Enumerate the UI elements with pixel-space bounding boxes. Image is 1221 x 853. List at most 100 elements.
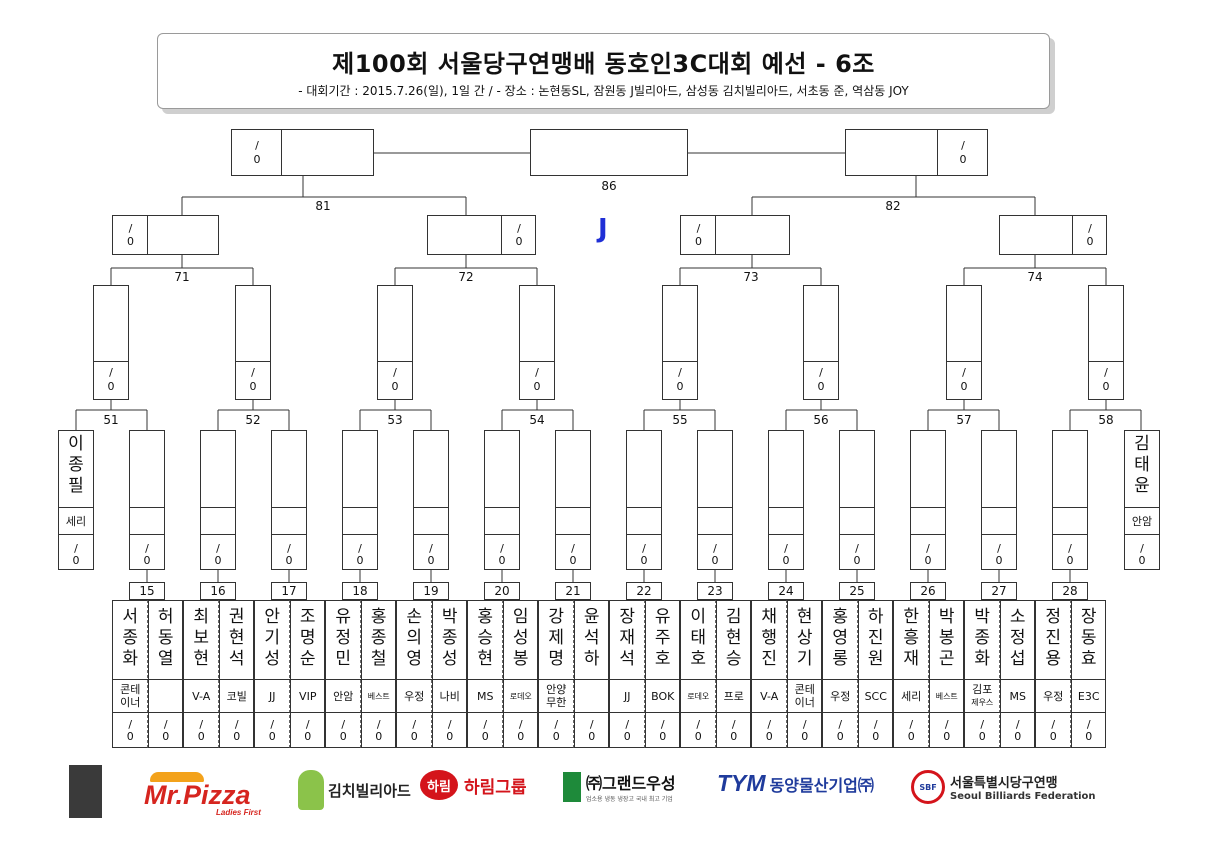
round16-box[interactable]: /0 bbox=[946, 285, 982, 400]
quarter-box-2[interactable]: / 0 bbox=[427, 215, 536, 255]
round16-box[interactable]: /0 bbox=[377, 285, 413, 400]
round16-box[interactable]: /0 bbox=[93, 285, 129, 400]
match-number-55: 55 bbox=[672, 413, 688, 427]
player-club: V-A bbox=[760, 690, 779, 703]
bracket-letter: J bbox=[598, 214, 608, 244]
player-club: MS bbox=[1009, 690, 1026, 703]
semifinal-right-box[interactable]: / 0 bbox=[845, 129, 988, 176]
match-number-tab: 23 bbox=[697, 582, 733, 600]
round32-box[interactable]: /0 bbox=[342, 430, 378, 570]
round32-box[interactable]: /0 bbox=[413, 430, 449, 570]
player-club: VIP bbox=[299, 690, 317, 703]
round32-box[interactable]: /0 bbox=[768, 430, 804, 570]
round32-box[interactable]: /0 bbox=[910, 430, 946, 570]
player-club: 베스트 bbox=[935, 692, 958, 701]
match-number-57: 57 bbox=[956, 413, 972, 427]
round16-box[interactable]: /0 bbox=[662, 285, 698, 400]
match-number-tab: 15 bbox=[129, 582, 165, 600]
round16-box[interactable]: /0 bbox=[1088, 285, 1124, 400]
round32-box[interactable]: /0 bbox=[626, 430, 662, 570]
player-club: 우정 bbox=[404, 690, 425, 703]
player-club: 우정 bbox=[1043, 690, 1064, 703]
semifinal-left-box[interactable]: / 0 bbox=[231, 129, 374, 176]
match-number-81: 81 bbox=[315, 199, 331, 213]
bye-player-club: 세리 bbox=[65, 515, 87, 528]
match-number-58: 58 bbox=[1098, 413, 1114, 427]
match-number-tab: 24 bbox=[768, 582, 804, 600]
sponsor-kimchi-billiards: 김치빌리아드 bbox=[298, 770, 411, 810]
final-box[interactable] bbox=[530, 129, 688, 176]
player-club: MS bbox=[477, 690, 494, 703]
match-number-71: 71 bbox=[174, 270, 190, 284]
round32-box[interactable]: /0 bbox=[981, 430, 1017, 570]
quarter-box-4[interactable]: / 0 bbox=[999, 215, 1107, 255]
player-club: 프로 bbox=[723, 690, 744, 703]
bye-player-club: 안암 bbox=[1131, 515, 1153, 528]
round32-box[interactable]: /0 bbox=[555, 430, 591, 570]
round16-box[interactable]: /0 bbox=[803, 285, 839, 400]
round16-box[interactable]: /0 bbox=[519, 285, 555, 400]
quarter-box-1[interactable]: / 0 bbox=[112, 215, 219, 255]
round32-box[interactable]: /0 bbox=[200, 430, 236, 570]
sponsor-harim: 하림 하림그룹 bbox=[420, 770, 527, 800]
round32-box[interactable]: /0 bbox=[1052, 430, 1088, 570]
quarter-box-3[interactable]: / 0 bbox=[680, 215, 790, 255]
round16-box[interactable]: /0 bbox=[235, 285, 271, 400]
grand-logo-icon bbox=[563, 771, 581, 802]
match-number-tab: 17 bbox=[271, 582, 307, 600]
round32-box[interactable]: /0 bbox=[129, 430, 165, 570]
score-cell: /0 bbox=[94, 361, 128, 399]
score-cell: / 0 bbox=[937, 130, 987, 175]
round32-box[interactable]: /0 bbox=[484, 430, 520, 570]
title-box: 제100회 서울당구연맹배 동호인3C대회 예선 - 6조 - 대회기간 : 2… bbox=[157, 33, 1050, 109]
match-number-72: 72 bbox=[458, 270, 474, 284]
match-number-tab: 19 bbox=[413, 582, 449, 600]
round32-box[interactable]: /0 bbox=[839, 430, 875, 570]
player-club: V-A bbox=[192, 690, 211, 703]
round32-box[interactable]: /0 bbox=[697, 430, 733, 570]
round32-box[interactable]: /0 bbox=[271, 430, 307, 570]
match-number-tab: 18 bbox=[342, 582, 378, 600]
